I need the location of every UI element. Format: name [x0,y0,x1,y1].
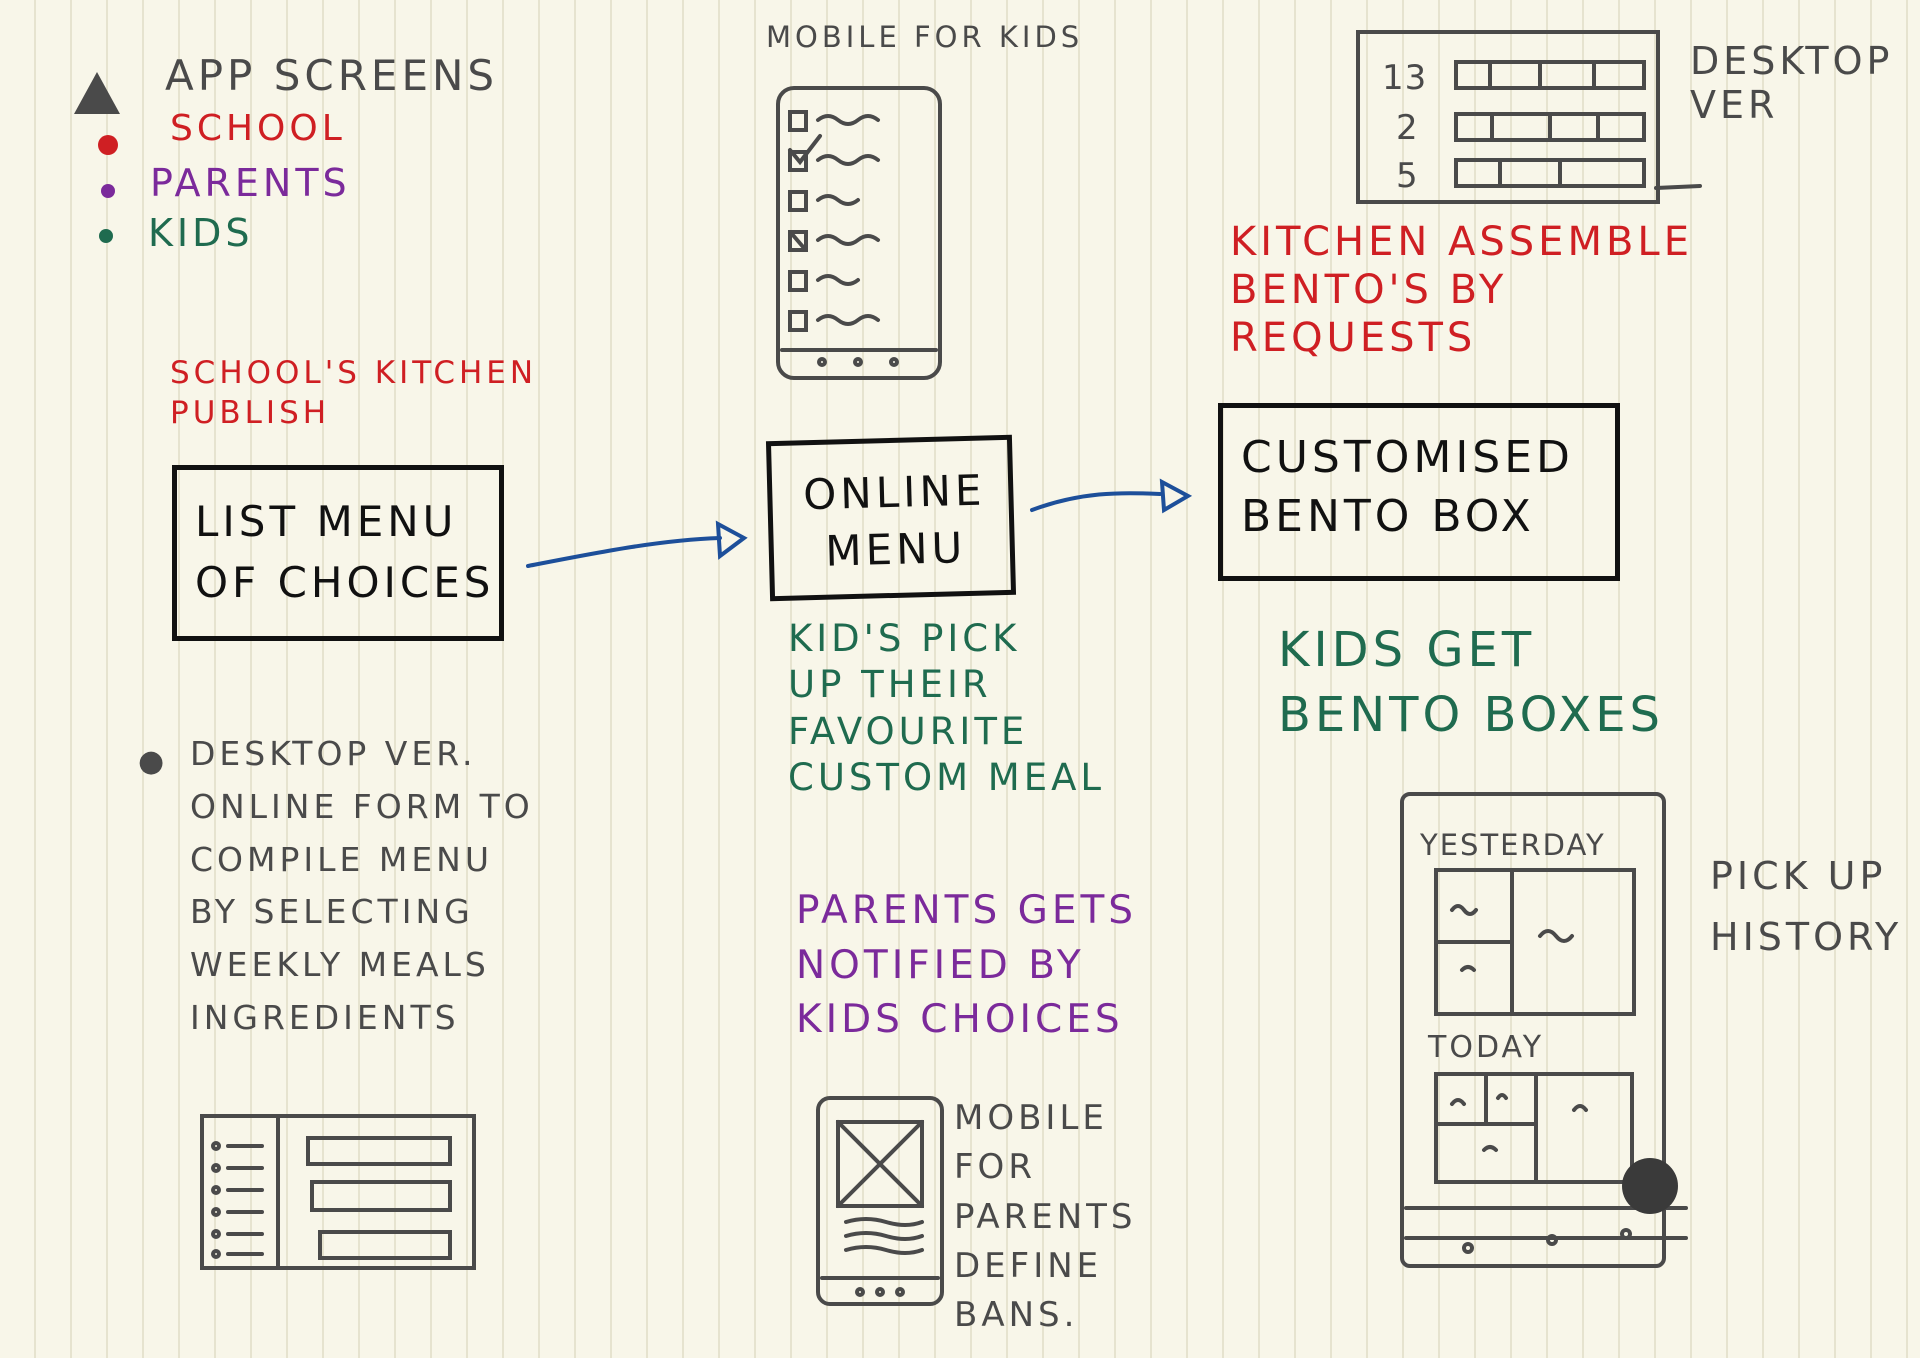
kitchen-note: KITCHEN ASSEMBLE BENTO'S BY REQUESTS [1230,219,1693,361]
history-phone-sketch [1400,792,1688,1268]
list-menu-label: LIST MENU OF CHOICES [195,497,495,607]
history-action-button [1622,1158,1678,1214]
kids-pick-note: KID'S PICK UP THEIR FAVOURITE CUSTOM MEA… [788,617,1106,799]
school-publish-note: SCHOOL'S KITCHEN PUBLISH [170,355,538,432]
desktop-form-note: DESKTOP VER. ONLINE FORM TO COMPILE MENU… [190,734,534,1037]
history-label: PICK UP HISTORY [1710,854,1903,959]
desktop-row-5: 5 [1396,156,1419,196]
history-today-label: TODAY [1428,1030,1545,1065]
desktop-table-sketch [1356,30,1702,204]
arrow-to-bento-box [1030,478,1193,514]
legend-item-school: SCHOOL [170,108,346,149]
legend-item-kids: KIDS [148,211,254,255]
kids-phone-sketch [776,86,942,380]
desktop-row-2: 2 [1396,108,1419,148]
arrow-to-online-menu [526,520,748,568]
parents-dot-icon [101,184,115,198]
desktop-row-13: 13 [1382,58,1428,98]
list-menu-box: LIST MENU OF CHOICES [172,465,504,641]
legend-title: APP SCREENS [165,51,499,100]
mobile-parents-note: MOBILE FOR PARENTS DEFINE BANS. [954,1098,1137,1336]
history-yesterday-label: YESTERDAY [1420,828,1606,862]
desktop-form-sketch [200,1114,476,1270]
school-dot-icon [98,135,118,155]
triangle-icon [74,72,120,114]
legend-item-parents: PARENTS [150,161,351,205]
mobile-kids-label: MOBILE FOR KIDS [766,20,1084,54]
parents-phone-sketch [816,1096,944,1306]
parents-note: PARENTS GETS NOTIFIED BY KIDS CHOICES [796,888,1138,1043]
bento-label: CUSTOMISED BENTO BOX [1241,432,1574,543]
kids-dot-icon [99,229,113,243]
kids-get-note: KIDS GET BENTO BOXES [1278,622,1664,743]
desktop-ver-label: DESKTOP VER [1690,39,1894,127]
desktop-form-bullet: ● [138,744,169,779]
bento-box: CUSTOMISED BENTO BOX [1218,403,1620,581]
